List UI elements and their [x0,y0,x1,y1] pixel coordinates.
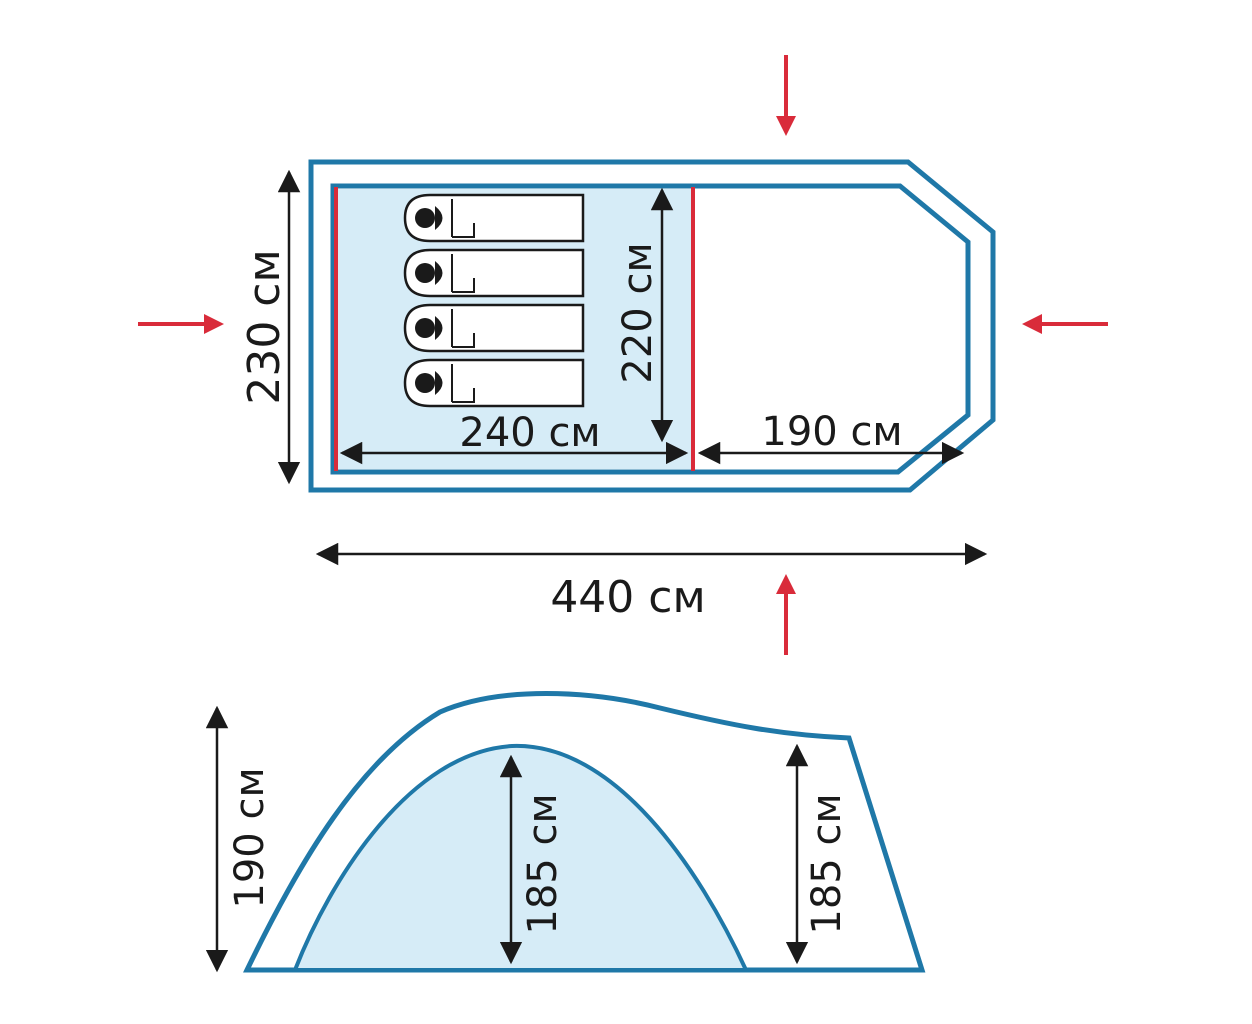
sleeping-bag [403,193,585,243]
sleeping-bag-body [403,358,585,408]
label-vestibule-length: 190 см [761,409,902,455]
label-inner-length: 240 см [459,410,600,456]
person-head-icon [415,373,435,393]
side-view: 190 см 185 см 185 см [205,691,926,973]
person-head-icon [415,263,435,283]
label-total-length: 440 см [550,572,705,623]
label-width-top: 230 см [239,249,290,404]
label-inner-width: 220 см [615,242,661,383]
inner-outline [330,183,971,475]
sleeping-bag-body [403,303,585,353]
sleeping-bag-body [403,193,585,243]
outer-outline [308,159,996,493]
side-outer-outline [243,691,926,973]
sleeping-bag [403,248,585,298]
top-view: 230 см 220 см 240 см 190 см 440 см [138,55,1108,655]
person-head-icon [415,208,435,228]
label-height-inner: 185 см [520,793,566,934]
label-height-vestibule: 185 см [804,793,850,934]
sleeping-bag-body [403,248,585,298]
person-head-icon [415,318,435,338]
sleeping-bags [403,193,585,408]
sleeping-bag [403,358,585,408]
sleeping-bag [403,303,585,353]
label-height-total: 190 см [227,767,273,908]
